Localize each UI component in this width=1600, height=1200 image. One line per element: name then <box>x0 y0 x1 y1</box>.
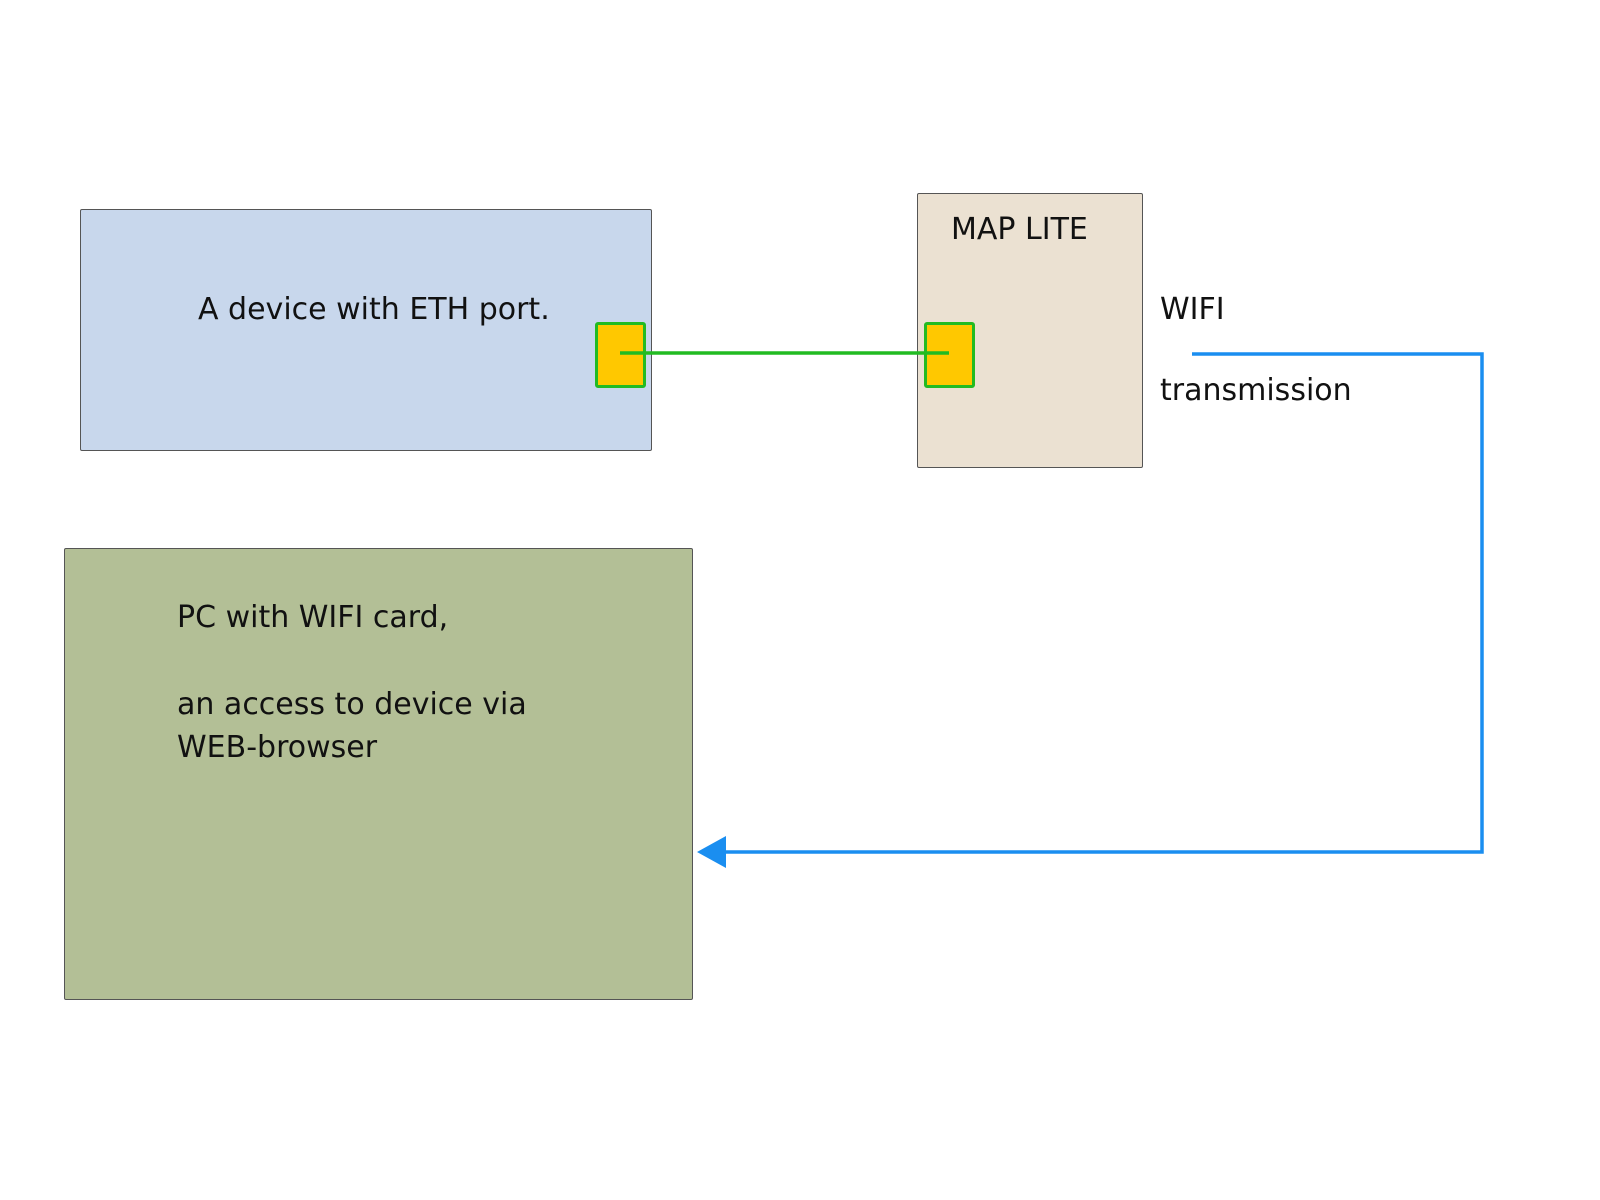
pc-label-line-1: PC with WIFI card, <box>177 600 449 635</box>
pc-node <box>64 548 693 1000</box>
arrowhead-left-icon <box>697 836 726 868</box>
device-node <box>80 209 652 451</box>
wifi-label: WIFI <box>1160 292 1225 327</box>
pc-label-line-3: WEB-browser <box>177 730 378 765</box>
device-eth-port <box>595 322 646 388</box>
transmission-label: transmission <box>1160 373 1352 408</box>
maplite-eth-port <box>924 322 975 388</box>
maplite-label: MAP LITE <box>951 212 1088 247</box>
pc-label-line-2: an access to device via <box>177 687 527 722</box>
device-label: A device with ETH port. <box>198 292 550 327</box>
